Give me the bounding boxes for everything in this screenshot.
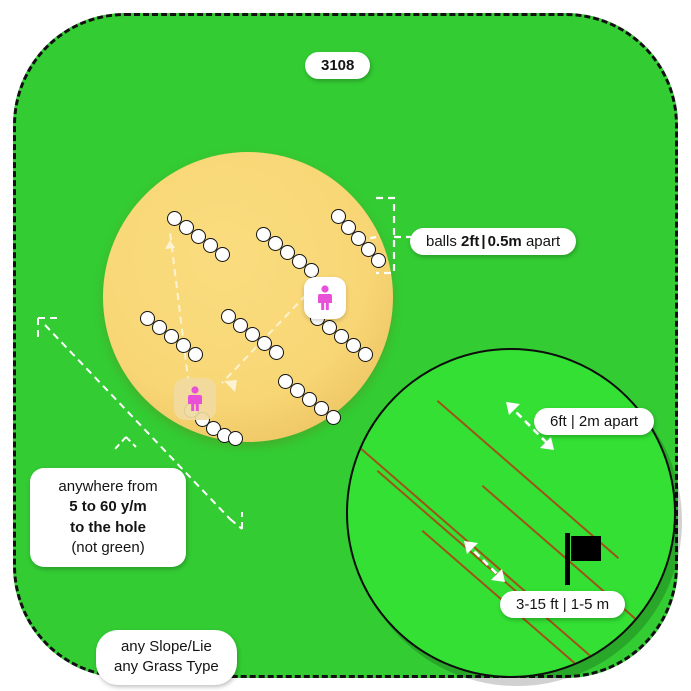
person-icon — [318, 285, 332, 310]
hole-distance-text: 3-15 ft | 1-5 m — [516, 596, 610, 613]
ball-spacing-pill: balls 2ft|0.5m apart — [410, 228, 577, 256]
conditions-pill: any Slope/Lie any Grass Type — [96, 630, 237, 685]
distance-line-4: (not green) — [71, 538, 145, 556]
board-id-text: 3108 — [321, 57, 355, 74]
ball-spacing-suffix: apart — [525, 233, 561, 250]
ball-spacing-imperial: 2ft — [461, 233, 480, 250]
distance-line-3: to the hole — [70, 518, 146, 536]
hole-flag-icon — [563, 533, 607, 590]
conditions-line-1: any Slope/Lie — [120, 638, 212, 655]
person-icon — [188, 386, 202, 411]
distance-callout-box: anywhere from 5 to 60 y/m to the hole (n… — [30, 468, 186, 567]
hole-distance-pill: 3-15 ft | 1-5 m — [500, 591, 626, 619]
conditions-line-2: any Grass Type — [114, 658, 219, 676]
player-icon-lower[interactable] — [174, 378, 216, 420]
ball-spacing-separator: | — [481, 233, 486, 250]
ball-spacing-metric: 0.5m — [487, 233, 522, 250]
distance-line-1: anywhere from — [58, 478, 158, 495]
player-icon-upper[interactable] — [304, 277, 346, 319]
ball-spacing-prefix: balls — [426, 233, 457, 250]
distance-line-2: 5 to 60 y/m — [69, 498, 147, 516]
board-id-pill: 3108 — [305, 52, 371, 80]
green-spacing-text: 6ft | 2m apart — [550, 413, 639, 430]
green-spacing-pill: 6ft | 2m apart — [534, 408, 655, 436]
